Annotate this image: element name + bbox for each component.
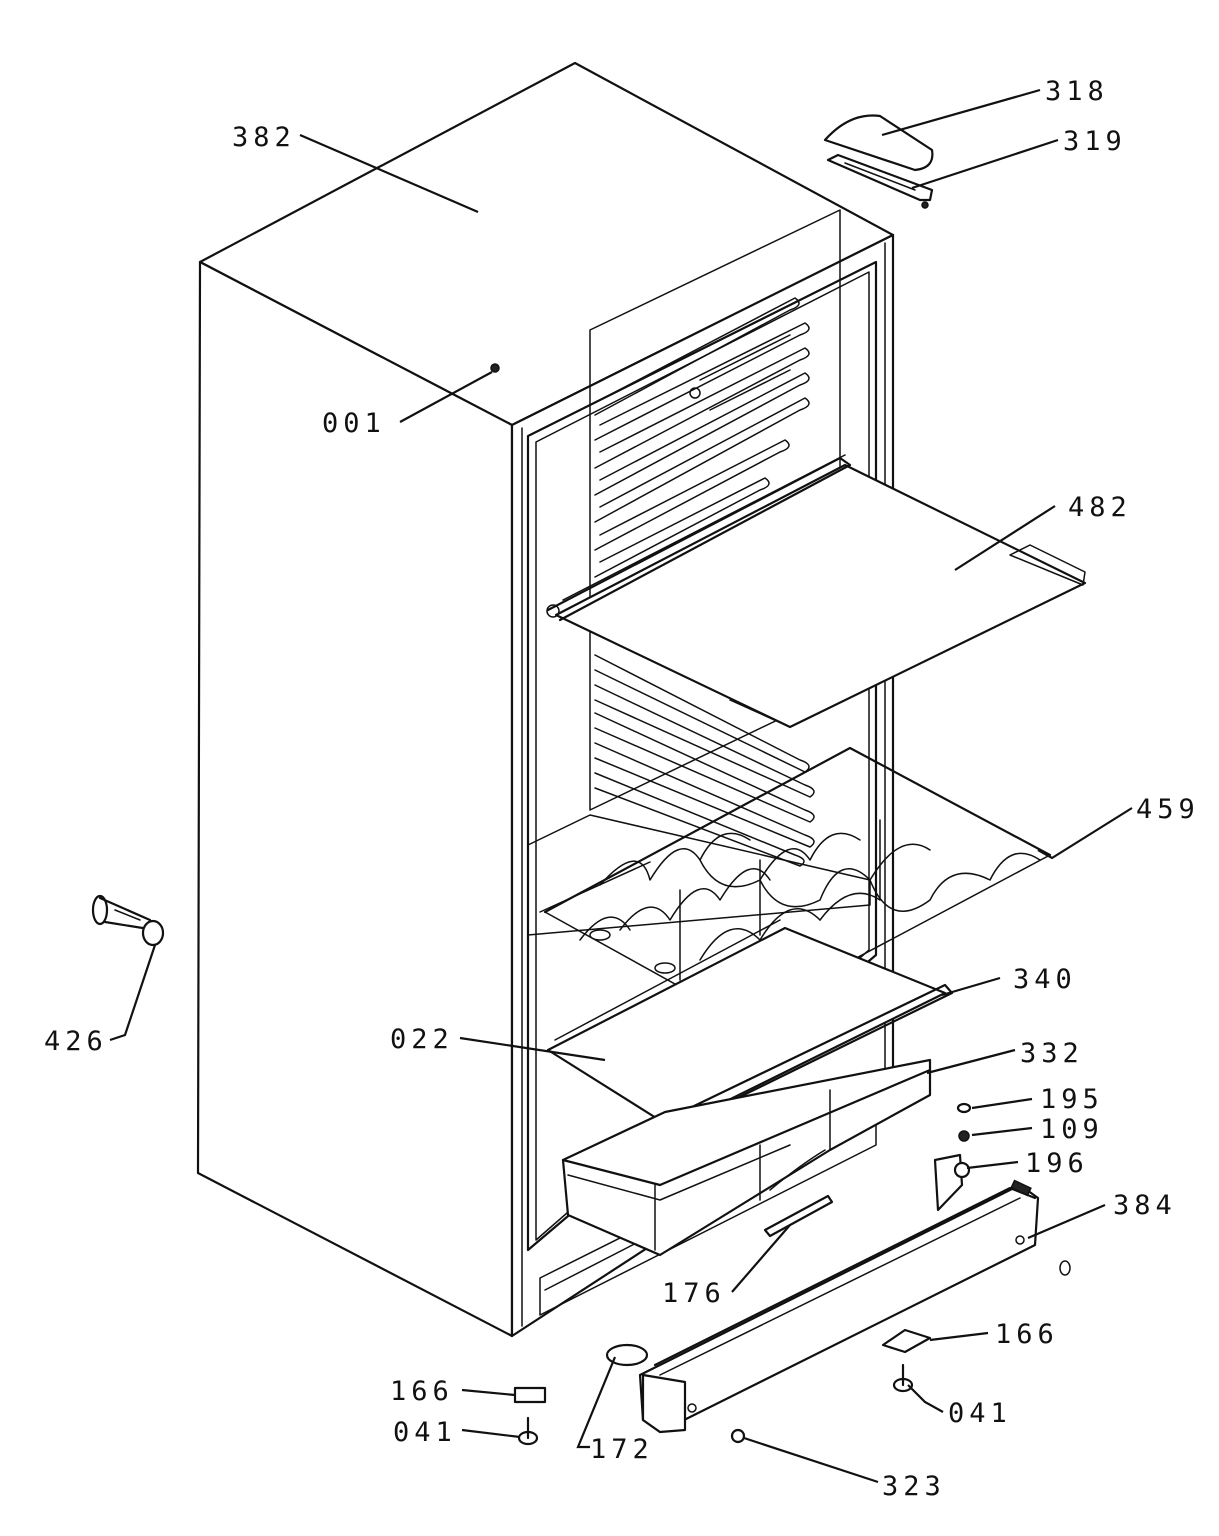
callout-166-left: 166 — [390, 1376, 454, 1407]
grille-end-cap — [605, 1343, 649, 1367]
washer-icon — [956, 1102, 972, 1114]
top-hinge — [826, 153, 934, 209]
thermostat-knob — [91, 894, 165, 947]
callout-109: 109 — [1040, 1114, 1104, 1145]
nut-icon — [958, 1130, 970, 1142]
callout-166-right: 166 — [995, 1319, 1059, 1350]
hinge-cover-shape — [823, 114, 934, 172]
callout-323: 323 — [882, 1471, 946, 1502]
callout-001: 001 — [322, 408, 386, 439]
callout-340: 340 — [1013, 964, 1077, 995]
hinge-cover — [823, 114, 934, 172]
crisper-drawer — [561, 1058, 932, 1257]
wire-shelf — [543, 746, 1052, 1021]
leveling-leg-left — [517, 1416, 539, 1446]
callout-384: 384 — [1113, 1190, 1177, 1221]
callout-482: 482 — [1068, 492, 1132, 523]
callout-172: 172 — [590, 1434, 654, 1465]
callout-382: 382 — [232, 122, 296, 153]
leveling-leg-right — [892, 1363, 914, 1393]
grille-handle — [763, 1194, 834, 1238]
callout-426: 426 — [44, 1026, 108, 1057]
door-stop-bracket — [933, 1153, 971, 1212]
callout-labels: 382 318 319 001 482 459 426 340 022 332 … — [44, 76, 1200, 1502]
shelf-glass-panel — [554, 463, 1087, 729]
hinge-plate-left — [513, 1386, 547, 1404]
callout-176: 176 — [662, 1278, 726, 1309]
callout-041-right: 041 — [948, 1398, 1012, 1429]
callout-318: 318 — [1045, 76, 1109, 107]
hinge-plate-right — [881, 1328, 932, 1354]
callout-319: 319 — [1063, 126, 1127, 157]
callout-041-left: 041 — [393, 1417, 457, 1448]
callout-196: 196 — [1025, 1148, 1089, 1179]
leader-lines — [109, 88, 1133, 1484]
base-grille — [638, 1179, 1040, 1434]
crisper-cover — [546, 919, 954, 1132]
shelf-supports-upper — [594, 297, 810, 578]
hole-plug — [730, 1428, 746, 1444]
hole-plug-right — [1059, 1260, 1071, 1276]
callout-332: 332 — [1020, 1038, 1084, 1069]
callout-195: 195 — [1040, 1084, 1104, 1115]
callout-459: 459 — [1136, 794, 1200, 825]
callout-022: 022 — [390, 1024, 454, 1055]
screw-icon — [490, 363, 500, 373]
glass-shelf — [546, 454, 1087, 729]
